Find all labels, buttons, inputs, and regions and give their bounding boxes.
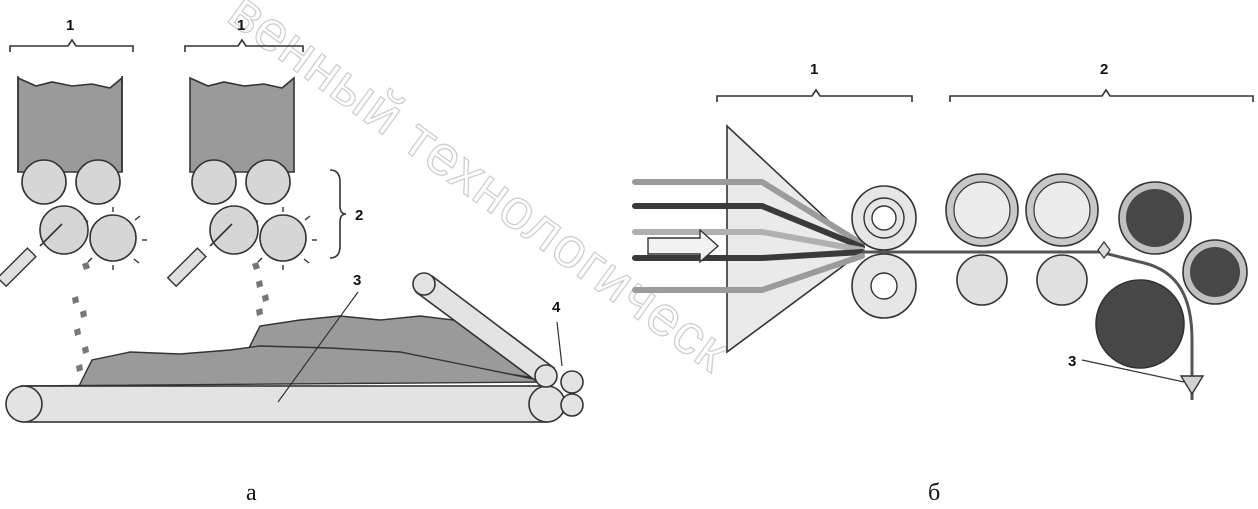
roll-pair-1 — [945, 173, 1019, 306]
web-line — [862, 250, 1194, 400]
conveyor-belt — [5, 385, 566, 423]
label-rolls: 2 — [1100, 61, 1108, 78]
label-output: 3 — [1068, 353, 1076, 370]
press-roller-top — [560, 370, 584, 394]
small-guide — [1097, 241, 1111, 259]
output-funnel — [1179, 375, 1205, 396]
leader-press — [556, 321, 563, 367]
brace-rolls — [949, 88, 1254, 102]
label-hopper-right: 1 — [237, 17, 245, 34]
diagram-b: 1 2 — [632, 61, 1254, 506]
roll-pair-2 — [1025, 173, 1099, 306]
material-lower-layer — [19, 345, 549, 389]
brace-rollers — [329, 169, 347, 259]
press-roller-bottom — [560, 393, 584, 417]
inclined-belt — [412, 272, 558, 388]
caption-b: б — [928, 480, 940, 506]
label-former: 1 — [810, 61, 818, 78]
brace-hopper-left — [9, 38, 134, 52]
diagram-a: 1 1 — [0, 17, 584, 506]
label-hopper-left: 1 — [66, 17, 74, 34]
hopper-right — [166, 76, 317, 316]
forming-roll-bottom — [851, 253, 917, 319]
leader-belt — [277, 291, 359, 403]
brace-hopper-right — [184, 38, 304, 52]
caption-a: а — [246, 480, 257, 506]
feed-arrow-icon — [647, 228, 720, 264]
dark-roller-right — [1182, 239, 1248, 305]
dark-roller-top — [1118, 181, 1192, 255]
incoming-strips — [632, 179, 865, 293]
forming-roll-top — [851, 185, 917, 251]
label-press: 4 — [552, 299, 561, 316]
brace-former — [716, 88, 913, 102]
hopper-left — [0, 76, 147, 372]
label-rollers: 2 — [355, 207, 363, 224]
label-belt: 3 — [353, 272, 361, 289]
dark-roller-large — [1095, 279, 1185, 369]
leader-output — [1081, 359, 1185, 383]
